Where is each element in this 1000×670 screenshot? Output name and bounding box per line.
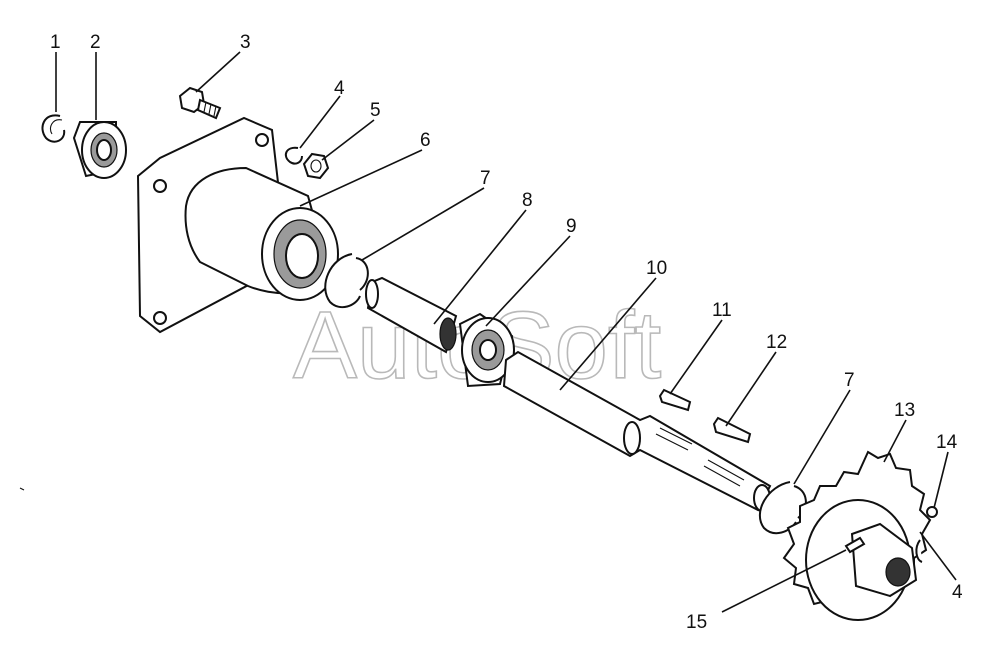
part-2-bearing <box>72 121 127 179</box>
stray-mark <box>19 487 25 491</box>
callout-12: 12 <box>766 332 787 353</box>
callout-8: 8 <box>522 190 533 211</box>
callout-15: 15 <box>686 612 707 633</box>
callout-6: 6 <box>420 130 431 151</box>
part-9-bearing <box>458 312 515 388</box>
part-1-snap-ring <box>41 114 66 143</box>
leader-14 <box>933 451 949 509</box>
part-6-flange-housing <box>136 116 339 334</box>
part-12-key <box>712 416 752 444</box>
callout-14: 14 <box>936 432 958 453</box>
leader-3 <box>195 51 241 93</box>
callout-2: 2 <box>90 32 101 53</box>
callout-11: 11 <box>712 300 732 321</box>
leader-9 <box>485 235 571 327</box>
leader-12 <box>725 351 777 427</box>
part-7-retaining-ring <box>324 253 369 309</box>
leader-13 <box>883 419 907 463</box>
callout-13: 13 <box>894 400 915 421</box>
part-14-grease-fitting <box>926 506 938 518</box>
callout-10: 10 <box>646 258 667 279</box>
part-11-key <box>658 388 692 412</box>
part-13-sprocket <box>782 450 932 621</box>
leader-5 <box>321 119 375 161</box>
leader-11 <box>669 319 723 395</box>
leader-6 <box>299 149 423 207</box>
leader-15 <box>721 549 847 613</box>
part-4-circlip <box>284 146 303 165</box>
part-4-circlip-lower <box>915 539 923 563</box>
leader-lines <box>55 51 957 613</box>
leader-7-upper <box>361 187 485 261</box>
callout-1: 1 <box>50 32 61 53</box>
part-15-set-screw <box>844 536 866 554</box>
callout-5: 5 <box>370 100 381 121</box>
part-3-bolt <box>178 86 222 120</box>
leader-7-lower <box>793 389 851 485</box>
callout-7-lower: 7 <box>844 370 855 391</box>
callout-4-lower: 4 <box>952 582 963 603</box>
part-8-spacer-sleeve <box>365 276 458 354</box>
leader-4-lower <box>919 531 957 581</box>
callout-7-upper: 7 <box>480 168 491 189</box>
callout-labels: 1 2 3 4 5 6 7 8 9 10 11 12 7 13 14 4 15 <box>50 32 963 633</box>
callout-4-upper: 4 <box>334 78 345 99</box>
callout-9: 9 <box>566 216 577 237</box>
leader-4 <box>299 95 341 149</box>
part-10-shaft <box>502 350 772 512</box>
leader-8 <box>433 209 527 325</box>
leader-10 <box>559 277 657 391</box>
callout-3: 3 <box>240 32 251 53</box>
